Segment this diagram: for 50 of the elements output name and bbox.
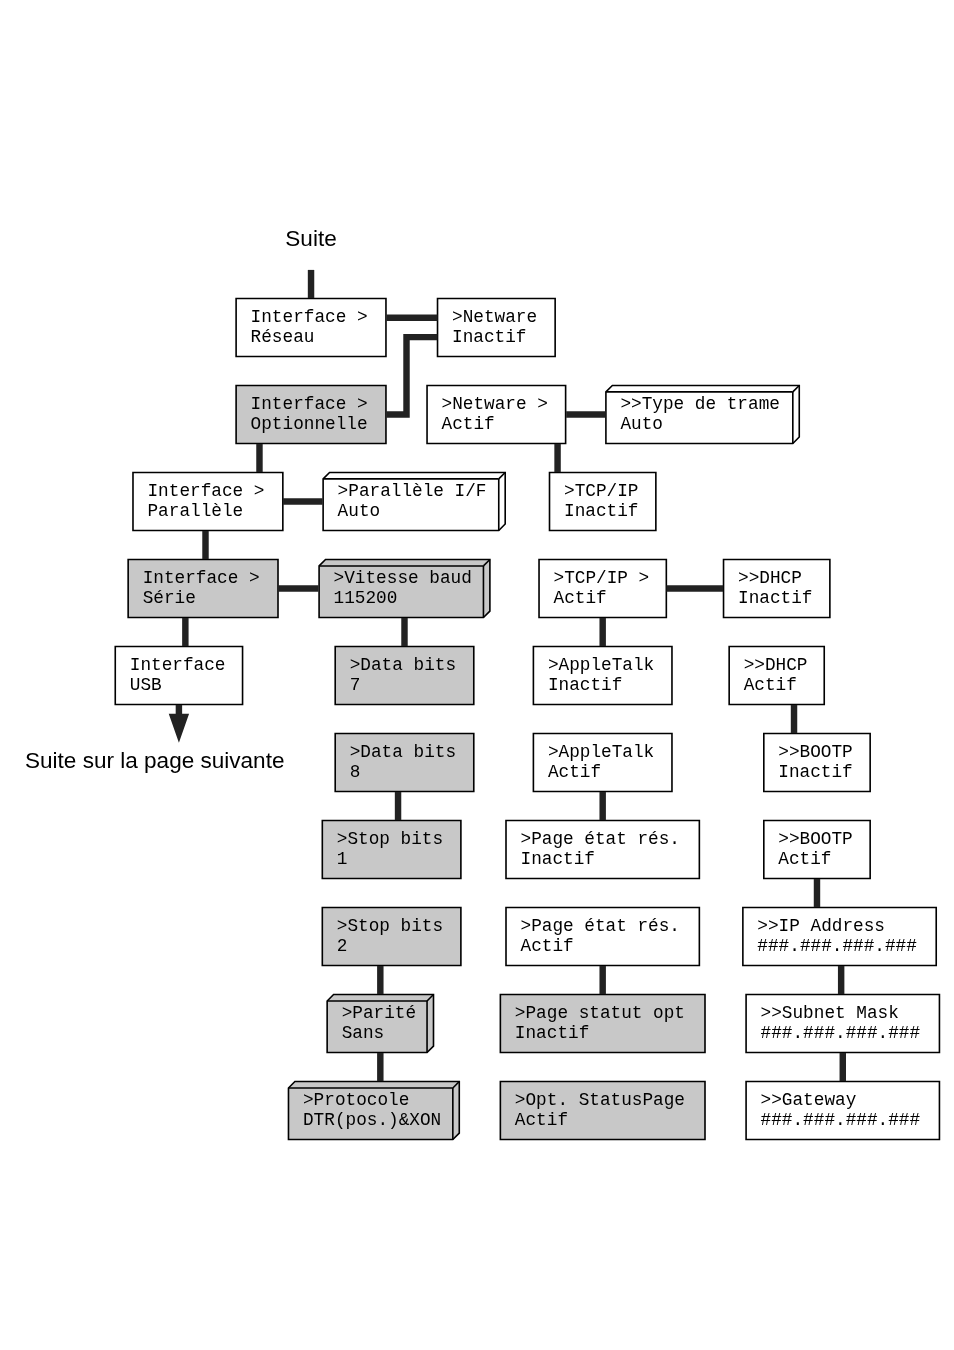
node-box: >AppleTalk Actif	[532, 732, 673, 792]
node-box: >Page état rés. Inactif	[505, 819, 701, 879]
connector	[599, 791, 606, 820]
node-box: >Stop bits 1	[321, 819, 462, 879]
connector	[813, 878, 821, 907]
connector	[394, 791, 402, 820]
node-box: >Data bits 8	[334, 732, 475, 792]
connector	[401, 617, 408, 646]
connector	[386, 314, 438, 321]
connector	[278, 584, 319, 592]
node-box: >AppleTalk Inactif	[532, 645, 673, 705]
connector	[377, 1052, 384, 1081]
node-box: >Opt. StatusPage Actif	[499, 1080, 706, 1140]
node-box: Interface > Réseau	[235, 297, 387, 357]
node-box: >Netware Inactif	[436, 297, 556, 357]
node-box: >Page état rés. Actif	[505, 906, 701, 966]
node-box: >Stop bits 2	[321, 906, 462, 966]
node-box: >Data bits 7	[334, 645, 475, 705]
node-box: >>Gateway ###.###.###.###	[745, 1080, 941, 1140]
connector	[202, 530, 209, 559]
connector	[554, 443, 561, 472]
connector	[377, 965, 384, 994]
connector	[307, 269, 315, 298]
connector	[837, 965, 845, 994]
node-text: Suite	[285, 225, 337, 251]
connector	[839, 1052, 846, 1081]
node-box: Interface > Optionnelle	[235, 384, 387, 444]
node-box: >>IP Address ###.###.###.###	[742, 906, 938, 966]
node-box: >Netware > Actif	[426, 384, 567, 444]
connector	[790, 704, 798, 733]
node-box: >TCP/IP Inactif	[548, 471, 657, 531]
connector	[599, 965, 606, 994]
node-text: Suite sur la page suivante	[25, 747, 285, 773]
node-box: Interface USB	[114, 645, 244, 705]
connector	[599, 617, 606, 646]
connector	[182, 617, 189, 646]
node-box: >>DHCP Inactif	[722, 558, 831, 618]
node-box: >TCP/IP > Actif	[538, 558, 668, 618]
node-box: >>Subnet Mask ###.###.###.###	[745, 993, 941, 1053]
connector	[282, 497, 323, 505]
node-box: >>BOOTP Inactif	[763, 732, 871, 792]
connector	[566, 410, 606, 418]
connector	[386, 333, 438, 418]
connector	[256, 443, 263, 472]
connector	[666, 584, 724, 592]
node-box: >>DHCP Actif	[728, 645, 826, 705]
node-box: Interface > Série	[127, 558, 279, 618]
node-box: Interface > Parallèle	[132, 471, 284, 531]
node-box: >Page statut opt Inactif	[499, 993, 706, 1053]
node-box: >>BOOTP Actif	[763, 819, 871, 879]
